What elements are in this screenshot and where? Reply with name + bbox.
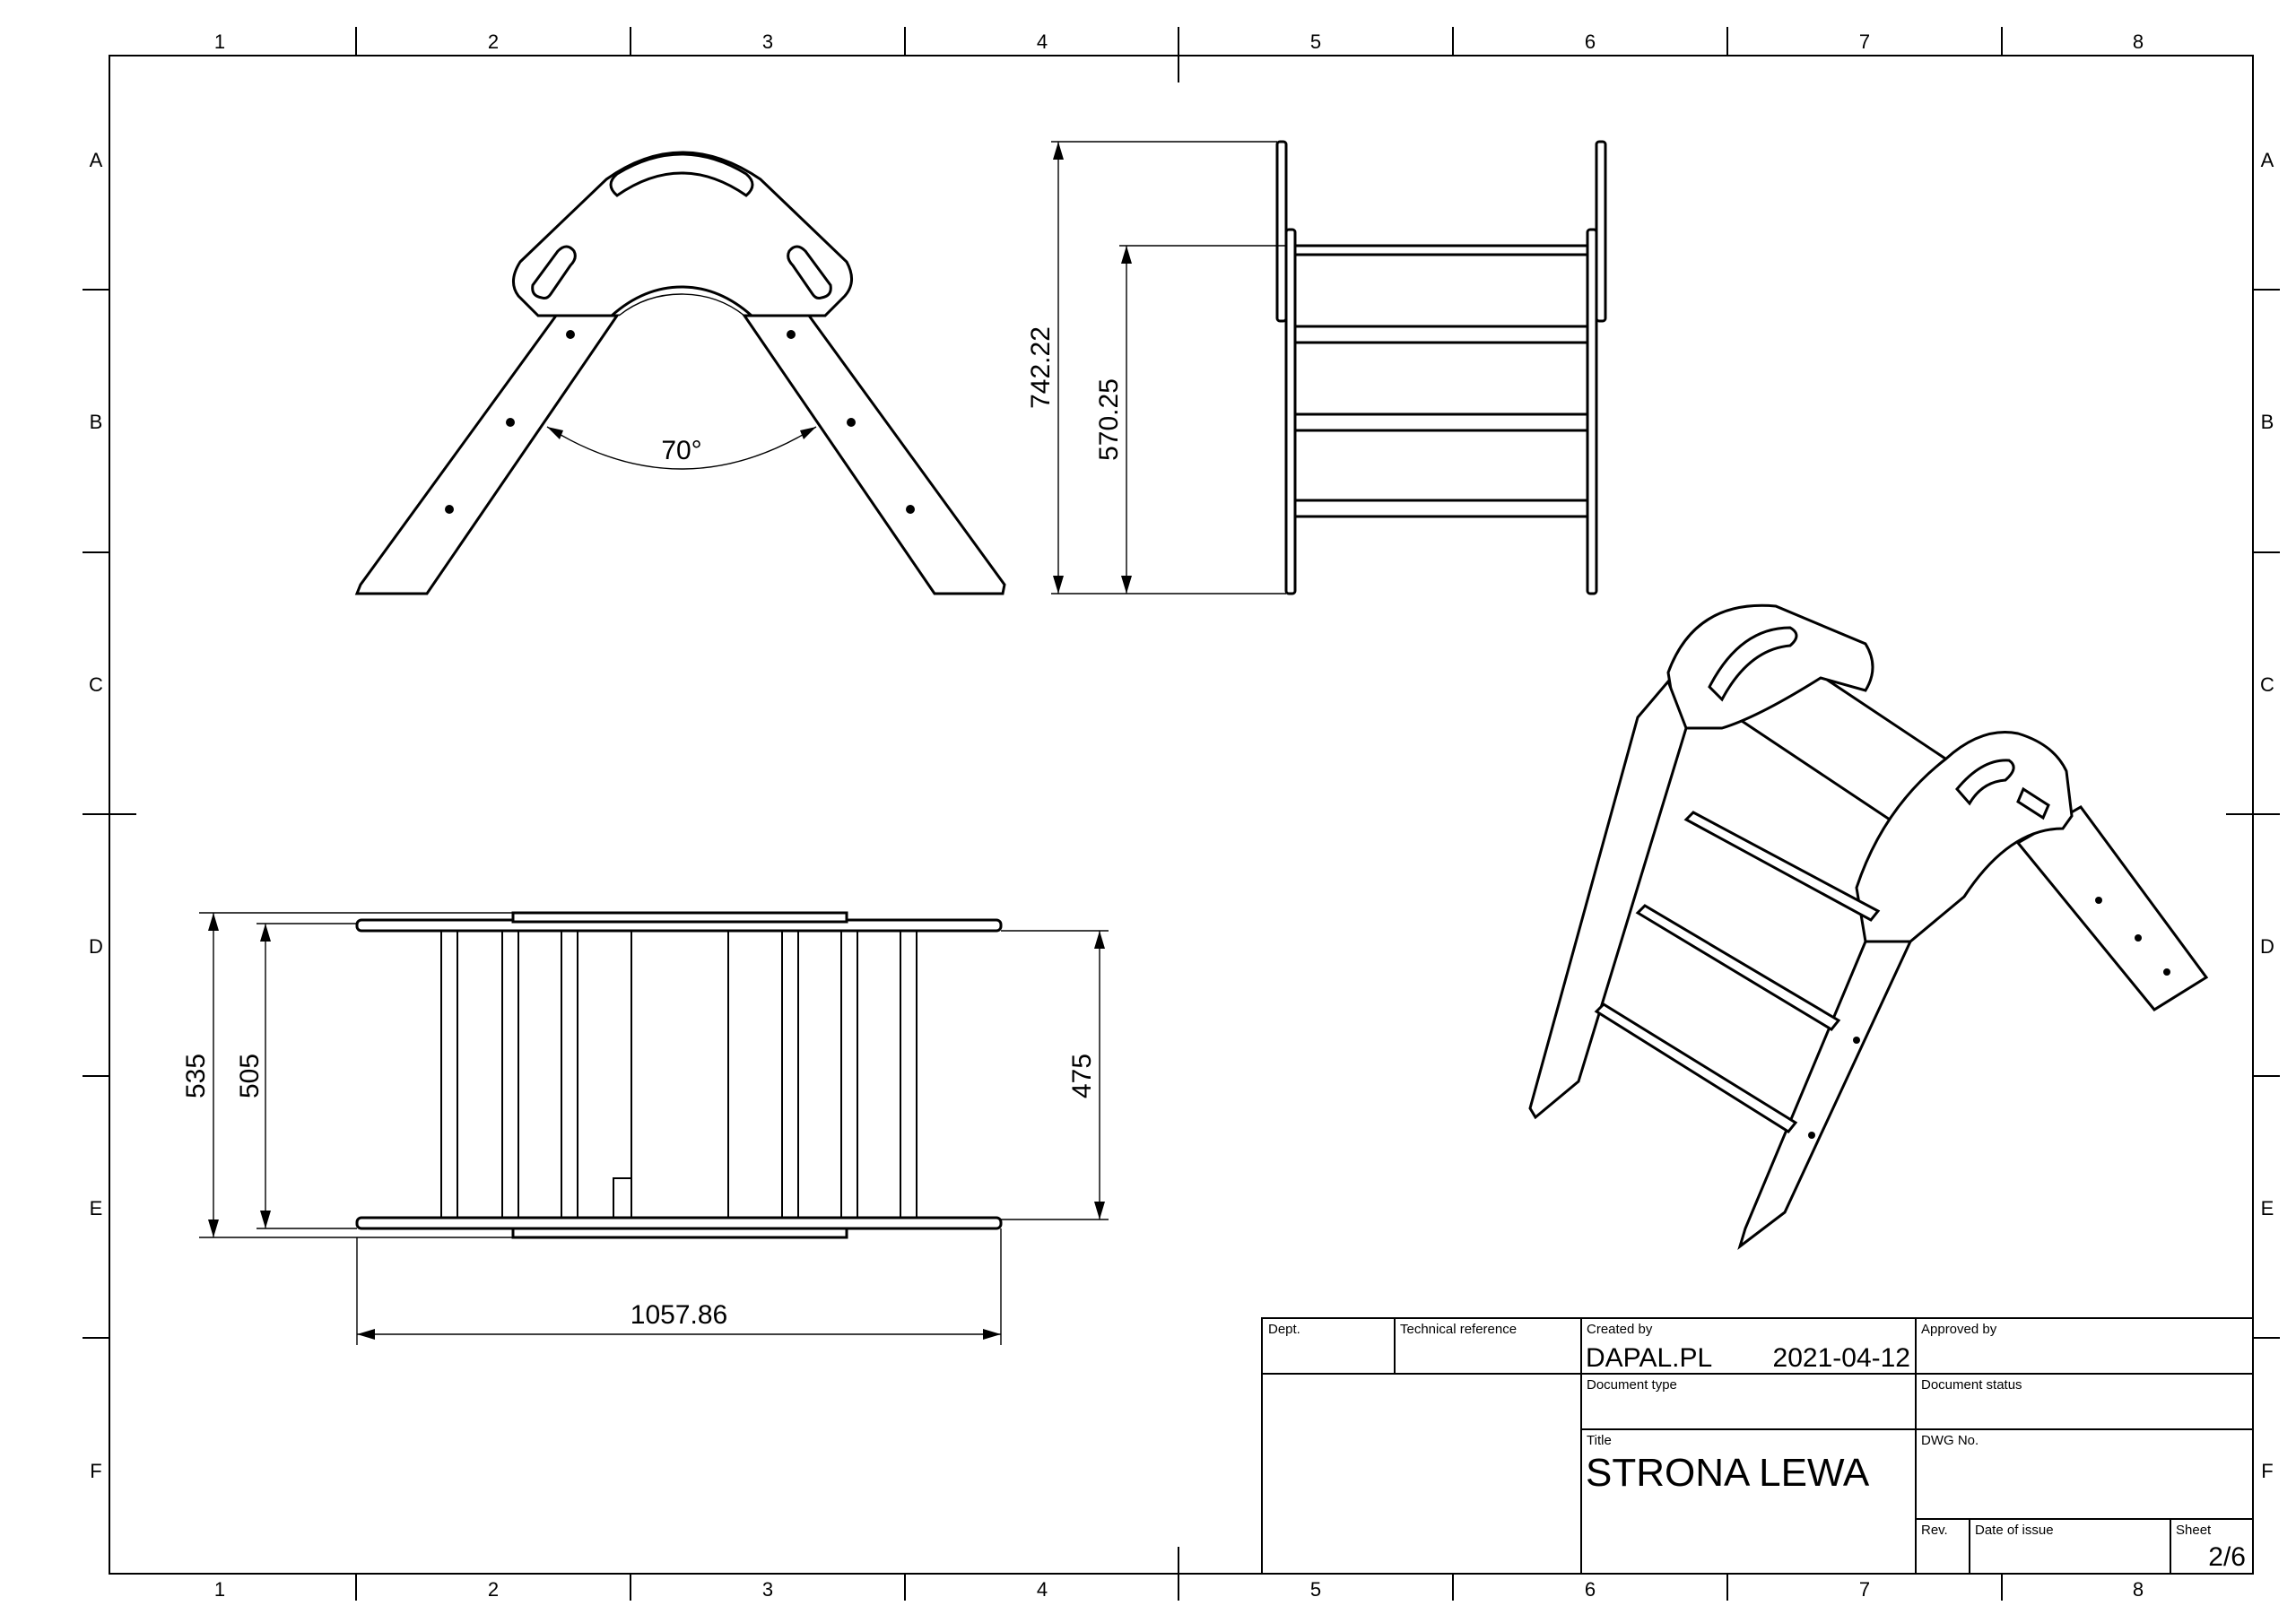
zone-col-1-top: 1 [214,30,225,53]
drawing-title: STRONA LEWA [1586,1451,1870,1495]
side-view: 742.22 570.25 [1026,140,1607,595]
iso-rung [1683,811,1881,922]
approved-by-label: Approved by [1921,1322,1997,1337]
zone-col-3-bottom: 3 [762,1578,773,1601]
zone-col-3-top: 3 [762,30,773,53]
depth-inner-label: 505 [235,1054,265,1098]
zone-col-7-top: 7 [1859,30,1870,53]
side-top-board [1293,244,1589,256]
zone-col-1-bottom: 1 [214,1578,225,1601]
iso-hole [2135,934,2142,942]
top-view-outer-board [355,1216,1003,1230]
title-label: Title [1587,1433,1612,1448]
zone-row-d-left: D [89,935,103,958]
drawing-frame [83,27,2280,1601]
front-hole [847,418,856,427]
document-type-label: Document type [1587,1377,1677,1393]
zone-row-c-left: C [89,673,103,696]
zone-row-f-right: F [2261,1460,2273,1482]
zone-col-2-bottom: 2 [488,1578,499,1601]
zone-col-6-top: 6 [1585,30,1596,53]
created-by-label: Created by [1587,1322,1653,1337]
front-view: 70° [354,151,1006,595]
zone-row-f-left: F [90,1460,101,1482]
sheet-label: Sheet [2176,1523,2212,1538]
isometric-view [1528,603,2209,1250]
zone-row-b-right: B [2261,411,2274,433]
zone-col-2-top: 2 [488,30,499,53]
zone-col-8-bottom: 8 [2133,1578,2144,1601]
zone-row-e-right: E [2261,1197,2274,1219]
date-of-issue-label: Date of issue [1975,1523,2054,1538]
dept-label: Dept. [1268,1322,1300,1337]
front-hole [506,418,515,427]
depth-outer-label: 535 [181,1054,211,1098]
zone-col-7-bottom: 7 [1859,1578,1870,1601]
zone-col-8-top: 8 [2133,30,2144,53]
technical-reference-label: Technical reference [1400,1322,1517,1337]
zone-col-6-bottom: 6 [1585,1578,1596,1601]
side-rung [1293,412,1589,432]
length-label: 1057.86 [631,1300,727,1330]
side-rung [1293,325,1589,344]
front-left-handle-slot [531,245,577,299]
depth-rungs-label: 475 [1067,1054,1097,1098]
front-hole [906,505,915,514]
iso-near-side-panel [1855,731,2074,943]
zone-row-a-right: A [2261,149,2274,171]
iso-hole [1853,1037,1860,1044]
side-left-inner-panel [1284,228,1297,595]
zone-row-d-right: D [2260,935,2274,958]
iso-rung [1594,1002,1798,1133]
zone-col-4-top: 4 [1037,30,1048,53]
height-total-label: 742.22 [1026,326,1056,409]
zone-row-e-left: E [90,1197,103,1219]
iso-rung [1635,904,1841,1031]
top-view-slide-edge [511,911,848,924]
zone-col-5-top: 5 [1310,30,1321,53]
iso-right-leg [1737,940,1913,1250]
iso-left-leg [1528,679,1688,1120]
front-right-leg [742,314,1006,595]
zone-row-a-left: A [90,149,103,171]
rev-label: Rev. [1921,1523,1948,1538]
angle-dimension-label: 70° [661,436,701,465]
front-hole [566,330,575,339]
top-view-slide-edge [511,1227,848,1239]
iso-hole [1808,1132,1815,1139]
document-status-label: Document status [1921,1377,2022,1393]
created-by-value: DAPAL.PL [1586,1343,1712,1373]
angle-dimension-arc [546,426,817,470]
front-left-leg [354,314,620,595]
front-hole [787,330,796,339]
sheet-value: 2/6 [2208,1542,2246,1572]
front-top-handle-slot [609,152,754,197]
height-inner-label: 570.25 [1094,378,1124,461]
front-side-panel [512,151,853,317]
side-rung [1293,499,1589,518]
zone-col-4-bottom: 4 [1037,1578,1048,1601]
created-date-value: 2021-04-12 [1773,1343,1910,1373]
top-view: 535 505 475 1057.86 [181,911,1109,1345]
zone-row-b-left: B [90,411,103,433]
front-right-handle-slot [787,245,832,299]
top-view-rungs [440,931,918,1218]
front-hole [445,505,454,514]
zone-row-c-right: C [2260,673,2274,696]
zone-col-5-bottom: 5 [1310,1578,1321,1601]
iso-hole [2095,897,2102,904]
iso-hole [2163,968,2170,976]
zone-labels: 1 2 3 4 5 6 7 8 1 2 3 4 5 6 7 8 A B C D … [89,30,2274,1601]
side-right-inner-panel [1586,228,1598,595]
title-block: Dept. Technical reference Created by DAP… [1261,1317,2254,1575]
dwg-no-label: DWG No. [1921,1433,1979,1448]
